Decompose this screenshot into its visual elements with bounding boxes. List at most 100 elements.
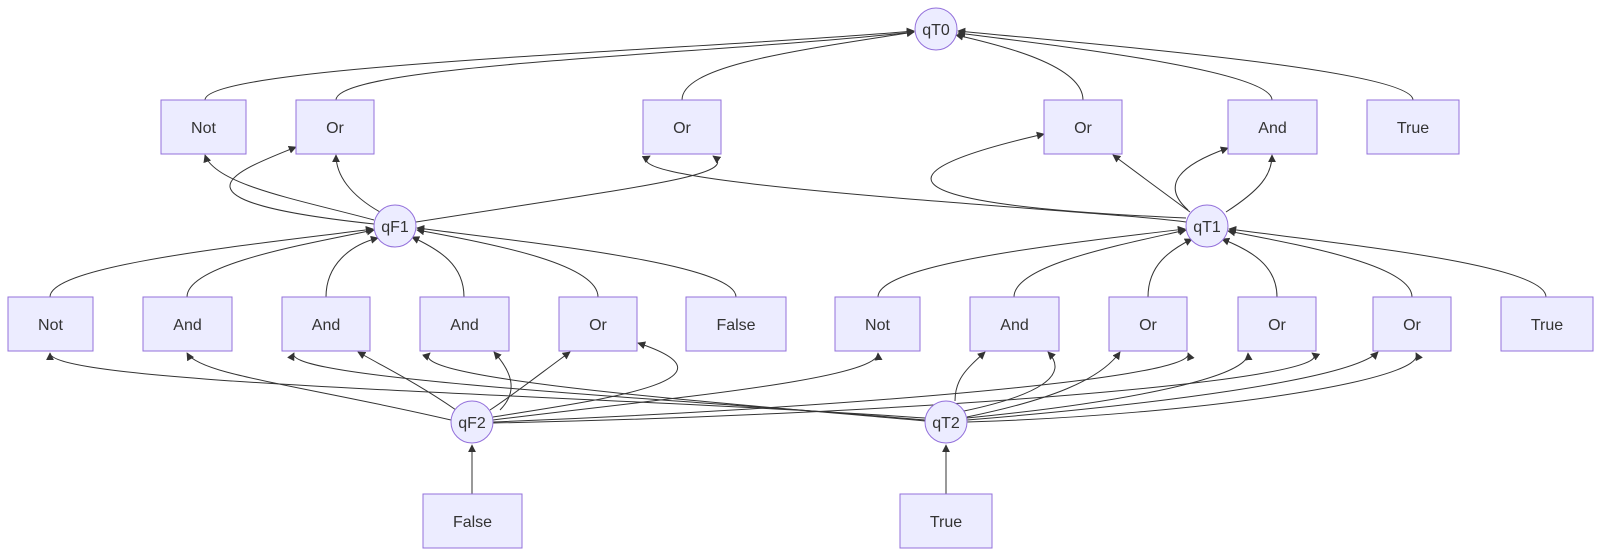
state-node-qt0: qT0 — [914, 7, 958, 51]
gate-node-g-and-m1: And — [142, 296, 233, 352]
gate-box — [7, 296, 94, 352]
gate-box — [899, 493, 993, 549]
edges — [46, 27, 1547, 494]
transition-arrow — [492, 352, 1321, 424]
gate-box — [1237, 296, 1317, 352]
transition-arrow — [966, 351, 1379, 421]
gate-box — [685, 296, 787, 352]
state-node-qt1: qT1 — [1185, 204, 1229, 248]
gate-node-g-not-top: Not — [160, 99, 247, 155]
gate-box — [1227, 99, 1318, 155]
gate-node-g-and-m4: And — [969, 296, 1060, 352]
gate-label: False — [453, 514, 492, 531]
gate-label: False — [716, 317, 755, 334]
gate-label: Or — [1268, 317, 1286, 334]
state-label: qT0 — [922, 22, 950, 39]
gate-label: And — [450, 317, 478, 334]
transition-arrow — [1225, 154, 1276, 213]
gate-label: Not — [865, 317, 890, 334]
state-label: qT2 — [932, 415, 960, 432]
transition-arrow — [966, 352, 1423, 423]
gate-label: True — [1531, 317, 1563, 334]
transition-arrow — [325, 235, 379, 298]
gate-node-g-or-m2: Or — [1108, 296, 1188, 352]
gate-box — [160, 99, 247, 155]
transition-arrow — [1013, 227, 1187, 298]
state-circle — [450, 400, 494, 444]
transition-arrow — [204, 27, 915, 101]
transition-arrow — [1147, 238, 1193, 298]
transition-arrow — [1221, 237, 1278, 298]
transition-arrow — [203, 154, 375, 221]
transition-arrow — [930, 131, 1187, 219]
gate-box — [969, 296, 1060, 352]
transition-arrow — [415, 155, 722, 223]
gate-node-g-and-top: And — [1227, 99, 1318, 155]
transition-arrow — [493, 351, 512, 411]
transition-arrow — [49, 225, 374, 298]
gate-box — [1043, 99, 1123, 155]
gate-node-g-or-top1: Or — [295, 99, 375, 155]
gate-label: Or — [1403, 317, 1421, 334]
gate-node-g-or-m3: Or — [1237, 296, 1317, 352]
gate-node-g-not-m1: Not — [7, 296, 94, 352]
transition-arrow — [186, 227, 375, 298]
gate-box — [1108, 296, 1188, 352]
transition-arrow — [963, 351, 1056, 412]
transition-arrow — [954, 351, 986, 402]
transition-arrow — [421, 352, 926, 422]
gate-label: Or — [589, 317, 607, 334]
gate-box — [422, 493, 523, 549]
state-circle — [924, 400, 968, 444]
transition-arrow — [957, 27, 1414, 101]
transition-arrow — [492, 352, 1195, 423]
transition-arrow — [492, 341, 679, 418]
transition-arrow — [229, 146, 375, 225]
gate-node-g-or-top3: Or — [1043, 99, 1123, 155]
transition-arrow — [877, 225, 1186, 298]
transition-arrow — [46, 352, 926, 419]
gate-box — [1372, 296, 1452, 352]
state-label: qT1 — [1193, 219, 1221, 236]
transition-arrow — [966, 351, 1121, 418]
gate-node-g-false-bot: False — [422, 493, 523, 549]
gate-node-g-false-m: False — [685, 296, 787, 352]
gate-node-g-true-bot: True — [899, 493, 993, 549]
state-label: qF2 — [458, 415, 486, 432]
transition-arrow — [332, 154, 381, 213]
transition-arrow — [955, 32, 1084, 101]
state-node-qf2: qF2 — [450, 400, 494, 444]
state-circle — [914, 7, 958, 51]
gate-node-g-true-top: True — [1366, 99, 1460, 155]
gate-node-g-not-m2: Not — [834, 296, 921, 352]
transition-arrow — [1228, 225, 1547, 298]
gate-node-g-or-m1: Or — [558, 296, 638, 352]
gate-label: True — [1397, 120, 1429, 137]
gate-label: Not — [191, 120, 216, 137]
state-label: qF1 — [381, 219, 409, 236]
gate-node-g-or-m4: Or — [1372, 296, 1452, 352]
gate-node-g-and-m3: And — [419, 296, 510, 352]
transition-arrow — [1112, 154, 1191, 213]
transition-arrow — [357, 351, 457, 411]
gate-label: And — [312, 317, 340, 334]
gate-label: And — [173, 317, 201, 334]
transition-arrow — [681, 29, 915, 101]
transition-arrow — [416, 224, 737, 298]
gate-label: Or — [1139, 317, 1157, 334]
transition-arrow — [1174, 146, 1229, 211]
gate-node-g-true-m: True — [1500, 296, 1594, 352]
gate-node-g-or-top2: Or — [642, 99, 722, 155]
gate-box — [1500, 296, 1594, 352]
state-node-qf1: qF1 — [373, 204, 417, 248]
transition-arrow — [492, 352, 883, 421]
gate-label: Or — [673, 120, 691, 137]
gate-box — [642, 99, 722, 155]
transition-arrow — [287, 352, 926, 421]
transition-arrow — [966, 352, 1253, 419]
transition-arrow — [186, 352, 452, 421]
gate-box — [1366, 99, 1460, 155]
gate-label: And — [1258, 120, 1286, 137]
gate-label: Or — [1074, 120, 1092, 137]
